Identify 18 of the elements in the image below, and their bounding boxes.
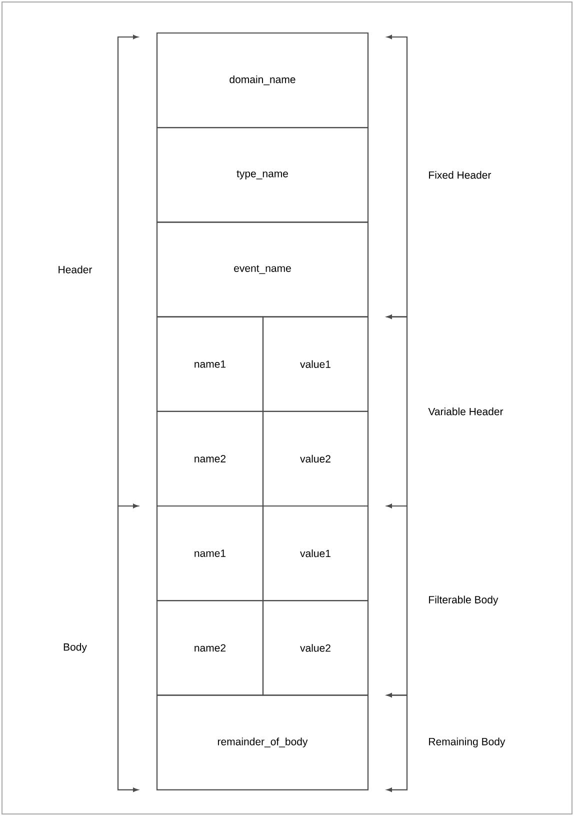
bracket-label: Remaining Body	[429, 738, 506, 748]
table-cell: domain_name	[156, 32, 369, 128]
table-cell: name1	[156, 316, 264, 412]
table-cell: name2	[156, 600, 264, 696]
table-cell: event_name	[156, 222, 369, 318]
table-cell: name1	[156, 505, 264, 602]
bracket-label: Body	[64, 643, 87, 653]
bracket-label: Variable Header	[428, 408, 504, 416]
table-cell: value1	[262, 505, 369, 602]
bracket-label: Filterable Body	[429, 596, 498, 606]
table-cell: value1	[262, 316, 369, 412]
bracket-label: Header	[58, 266, 92, 274]
table-cell: type_name	[156, 127, 369, 223]
table-cell: value2	[262, 410, 369, 507]
table-cell: value2	[262, 600, 369, 696]
table-cell: name2	[156, 410, 264, 507]
bracket-label: Fixed Header	[429, 171, 492, 179]
table-cell: remainder_of_body	[156, 694, 369, 790]
